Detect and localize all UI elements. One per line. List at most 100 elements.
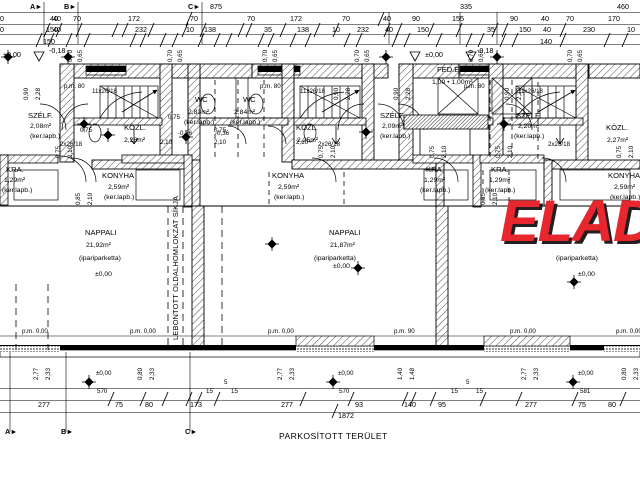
top-dim-b-70c: 70 xyxy=(247,14,255,23)
room-finish-nappali-2: (ipariparketta) xyxy=(314,255,356,262)
bottom-dim-277-b: 277 xyxy=(281,400,293,409)
bottom-caption: PARKOSÍTOTT TERÜLET xyxy=(279,431,388,441)
room-finish-nappali-3: (ipariparketta) xyxy=(556,255,598,262)
top-dim-c-150b: 150 xyxy=(417,25,429,34)
bottom-level-1: ±0,00 xyxy=(96,370,112,377)
vdim-065-6: 0,65 xyxy=(577,49,584,62)
covered-entry-label: FED.ELŐT. xyxy=(437,65,476,74)
vdim-090-3: 0,90 xyxy=(333,87,340,100)
room-label-kozl-2: KÖZL. xyxy=(296,123,318,132)
top-dim-c-138b: 138 xyxy=(297,25,309,34)
room-area-kra-3: 1,29m² xyxy=(489,177,511,184)
bdim-148: 1,48 xyxy=(409,367,416,380)
bottom-dim-80-a: 80 xyxy=(145,400,153,409)
top-dim-c-40b2: 40 xyxy=(385,25,393,34)
room-finish-wc-2: (ker.lapb.) xyxy=(230,119,261,126)
room-finish-wc-1: (ker.lapb.) xyxy=(184,119,215,126)
top-dim-c-40a2: 40 xyxy=(53,25,61,34)
dim-075-wc-left: 0,75 xyxy=(168,114,181,121)
dim-210-kozl-mid: 2,10 xyxy=(296,139,309,146)
top-dim-c-10c: 10 xyxy=(627,25,635,34)
stair-note-2: 11x26/18 xyxy=(300,88,325,95)
bottom-dim-80-b: 80 xyxy=(608,400,616,409)
room-finish-konyha-1: (ker.lapb.) xyxy=(104,194,135,201)
bdim-277-1: 2,77 xyxy=(33,367,40,380)
top-dim-overall-875: 875 xyxy=(210,2,222,11)
vdim-070-6: 0,70 xyxy=(567,49,574,62)
level-wet-right: -0,36 xyxy=(215,130,230,137)
room-area-wc-2: 2,84m² xyxy=(234,109,256,116)
stair-note-1: 11x26/18 xyxy=(92,88,117,95)
bottom-dim-277-c: 277 xyxy=(525,400,537,409)
top-dim-b-70d: 70 xyxy=(342,14,350,23)
top-dim-b-70b: 70 xyxy=(190,14,198,23)
room-label-konyha-3: KONYHA xyxy=(608,171,640,180)
bottom-dim-75-b: 75 xyxy=(578,400,586,409)
top-dim-overall-335: 335 xyxy=(460,2,472,11)
vdim-070-5: 0,70 xyxy=(468,49,475,62)
room-finish-kra-3: (ker.lapb.) xyxy=(485,187,516,194)
room-finish-szelf-3: (ker.lapb.) xyxy=(514,133,545,140)
pm-80-right: p.m. 80 xyxy=(464,83,485,90)
top-dim-c-150a: 150 xyxy=(46,25,58,34)
level-terrace-mid: -0,18 xyxy=(477,46,494,55)
room-label-konyha-1: KONYHA xyxy=(102,171,135,180)
room-area-konyha-3: 2,59m² xyxy=(614,184,636,191)
top-dim-b-172b: 172 xyxy=(290,14,302,23)
vdim-075-2: 0,75 xyxy=(429,145,436,158)
room-label-szelf-1: SZÉLF. xyxy=(28,111,53,120)
vdim-070-2: 0,70 xyxy=(167,49,174,62)
vdim-210-3: 2,10 xyxy=(441,145,448,158)
bdim-233-3: 2,33 xyxy=(289,367,296,380)
top-dim-overall-460: 460 xyxy=(617,2,629,11)
stair-note-6: 2x26/18 xyxy=(548,141,571,148)
stair-note-3: 11x26/18 xyxy=(518,88,543,95)
bottom-dim-95: 95 xyxy=(438,400,446,409)
room-label-kozl-1: KÖZL. xyxy=(124,123,146,132)
vdim-090-2: 0,90 xyxy=(393,87,400,100)
bdim-277-2: 2,77 xyxy=(277,367,284,380)
room-area-nappali-1: 21,92m² xyxy=(86,242,111,249)
top-dim-b-40b: 40 xyxy=(383,14,391,23)
bottom-level-2: ±0,00 xyxy=(338,370,354,377)
bottom-dim-173: 173 xyxy=(190,400,202,409)
room-finish-nappali-1: (ipariparketta) xyxy=(79,255,121,262)
top-dim-c-138a: 138 xyxy=(204,25,216,34)
bottom-dim-5-a: 5 xyxy=(224,379,228,386)
vdim-070-4: 0,70 xyxy=(354,49,361,62)
room-area-kozl-3: 2,27m² xyxy=(607,137,629,144)
vdim-065-3: 0,65 xyxy=(272,49,279,62)
stair-note-4: 2x26/18 xyxy=(60,141,83,148)
axis-mark-a-bottom: A► xyxy=(5,427,18,436)
top-dim-b-40a: 40 xyxy=(50,14,58,23)
level-wet-left: -0,36 xyxy=(178,130,193,137)
dim-075-wc-right: 0,75 xyxy=(214,127,227,134)
bdim-080-2: 0,80 xyxy=(621,367,628,380)
pm-label-3: p.m. 0,00 xyxy=(268,328,294,335)
bottom-level-3: ±0,00 xyxy=(578,370,594,377)
room-finish-szelf-1: (ker.lapb.) xyxy=(30,133,61,140)
bottom-dim-15-c: 15 xyxy=(451,388,458,395)
bottom-dim-total: 1872 xyxy=(338,411,354,420)
level-ground-left: ±0,00 xyxy=(3,50,21,59)
vdim-075-4: 0,75 xyxy=(495,145,502,158)
top-dim-b-155: 155 xyxy=(452,14,464,23)
room-label-szelf-2: SZÉLF. xyxy=(380,111,405,120)
room-finish-szelf-2: (ker.lapb.) xyxy=(380,133,411,140)
level-terrace-left: -0,18 xyxy=(49,46,66,55)
dim-210-wc-right: 2,10 xyxy=(214,139,227,146)
stair-note-5: 2x26/18 xyxy=(318,141,341,148)
top-dim-b-70a: 70 xyxy=(73,14,81,23)
room-label-wc-1: WC xyxy=(195,95,208,104)
top-dim-c-40c2: 40 xyxy=(543,25,551,34)
dim-210-kozl-left: 2,10 xyxy=(160,139,173,146)
room-level-nappali-2: ±0,00 xyxy=(333,263,350,270)
top-dim-c-230: 230 xyxy=(583,25,595,34)
bdim-233-1: 2,33 xyxy=(45,367,52,380)
top-dim-b-edge: 0 xyxy=(0,14,4,23)
room-area-nappali-2: 21,87m² xyxy=(330,242,355,249)
top-dim-c-35b: 35 xyxy=(487,25,495,34)
axis-mark-c-top: C► xyxy=(188,2,201,11)
